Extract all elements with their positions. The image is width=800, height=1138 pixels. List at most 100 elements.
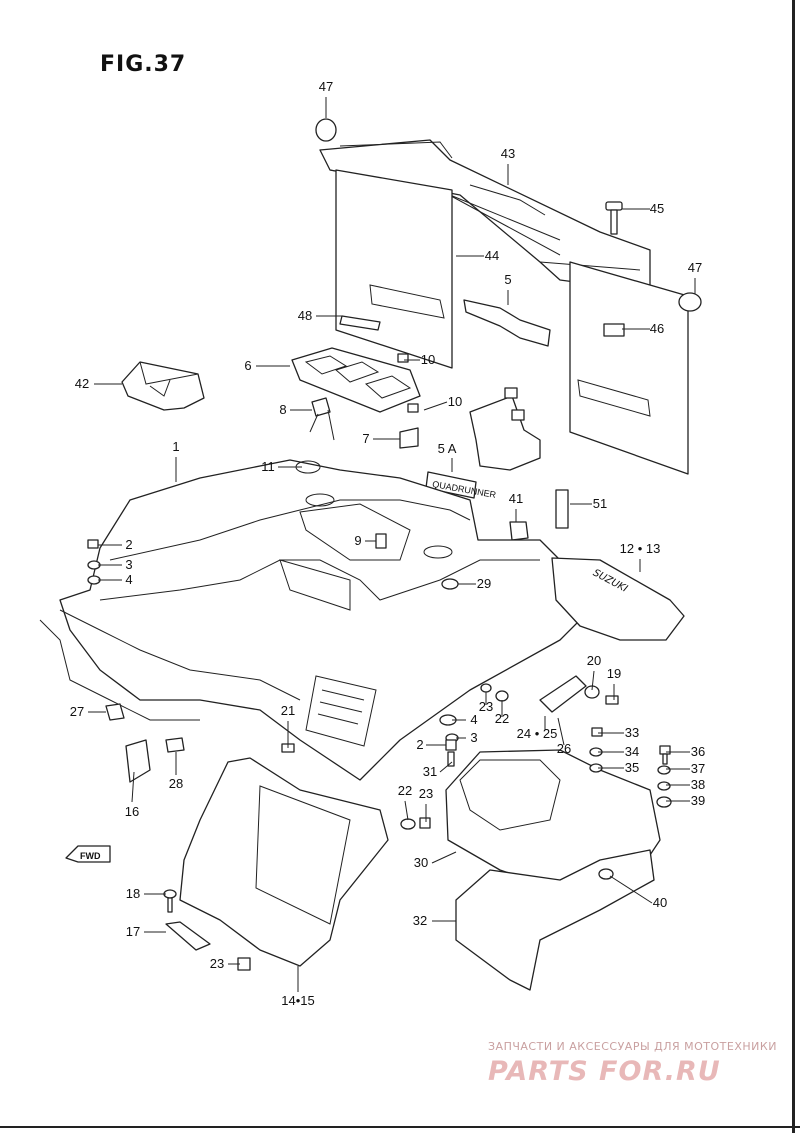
callout-number: 9 [354, 533, 361, 548]
callout-number: 46 [650, 321, 664, 336]
callout-leader [439, 761, 453, 773]
callout-number: 2 [125, 537, 132, 552]
watermark-caption: ЗАПЧАСТИ И АКСЕССУАРЫ ДЛЯ МОТОТЕХНИКИ [488, 1040, 777, 1053]
callout-number: 2 [416, 737, 423, 752]
callout-number: 1 [172, 439, 179, 454]
callout-number: 40 [653, 895, 667, 910]
callout-number: 4 [125, 572, 132, 587]
mud-flap-left [335, 169, 453, 369]
callout-number: 41 [509, 491, 523, 506]
callout-leader [431, 851, 457, 864]
stay-24-25 [539, 675, 587, 713]
callout-number: 11 [261, 459, 275, 474]
right-frame-line [792, 0, 795, 1133]
callout-number: 32 [413, 913, 427, 928]
figure-title: FIG.37 [100, 52, 187, 77]
latch-8 [309, 397, 335, 441]
mud-guard-14-15 [179, 757, 389, 967]
screw-18 [163, 889, 177, 913]
callout-number: 42 [75, 376, 89, 391]
reflector-16 [125, 739, 151, 783]
callout-number: 24 • 25 [517, 726, 558, 741]
callout-number: 37 [691, 761, 705, 776]
callout-number: 4 [470, 712, 477, 727]
callout-number: 48 [298, 308, 312, 323]
fwd-label: FWD [80, 851, 101, 861]
callout-number: 10 [448, 394, 462, 409]
reflector-48 [339, 315, 381, 331]
air-box-30 [445, 749, 661, 891]
callout-leader [404, 800, 409, 821]
callout-number: 26 [557, 741, 571, 756]
callout-number: 47 [688, 260, 702, 275]
callout-number: 5 A [438, 441, 457, 456]
callout-number: 18 [126, 886, 140, 901]
rear-fender-1 [39, 459, 591, 781]
callout-number: 34 [625, 744, 639, 759]
callout-number: 8 [279, 402, 286, 417]
callout-number: 16 [125, 804, 139, 819]
plate-17 [165, 921, 211, 951]
bracket-7 [399, 427, 419, 449]
decal-5 [463, 299, 551, 347]
callout-number: 38 [691, 777, 705, 792]
bottom-frame-line [0, 1126, 800, 1128]
strip-51 [555, 489, 569, 529]
callout-number: 47 [319, 79, 333, 94]
callout-number: 7 [362, 431, 369, 446]
callout-number: 17 [126, 924, 140, 939]
callout-leader [609, 875, 653, 904]
callout-number: 23 [210, 956, 224, 971]
callout-leader [591, 670, 595, 691]
callout-number: 27 [70, 704, 84, 719]
callout-number: 5 [504, 272, 511, 287]
callout-number: 39 [691, 793, 705, 808]
callout-leader [423, 401, 448, 411]
callout-number: 3 [470, 730, 477, 745]
callout-number: 23 [479, 699, 493, 714]
callout-number: 29 [477, 576, 491, 591]
callout-number: 12 • 13 [620, 541, 661, 556]
callout-number: 20 [587, 653, 601, 668]
pad-28 [165, 737, 185, 753]
callout-number: 19 [607, 666, 621, 681]
hardware-group [87, 353, 672, 880]
forward-arrow: FWD [65, 845, 111, 863]
bolt-45 [605, 201, 623, 235]
callout-number: 51 [593, 496, 607, 511]
callout-number: 10 [421, 352, 435, 367]
callout-number: 45 [650, 201, 664, 216]
callout-number: 28 [169, 776, 183, 791]
callout-leader [131, 771, 135, 803]
callout-number: 31 [423, 764, 437, 779]
toolbox-lid-6 [291, 347, 421, 413]
callout-number: 21 [281, 703, 295, 718]
callout-number: 33 [625, 725, 639, 740]
callout-number: 22 [495, 711, 509, 726]
callout-number: 36 [691, 744, 705, 759]
callout-number: 22 [398, 783, 412, 798]
callout-number: 35 [625, 760, 639, 775]
mud-flap-right [569, 261, 689, 475]
cap-nut-47-left [315, 118, 337, 142]
watermark-logo: PARTS FOR.RU [488, 1056, 721, 1087]
stay-bracket [469, 387, 541, 471]
callout-number: 6 [244, 358, 251, 373]
callout-number: 3 [125, 557, 132, 572]
callout-number: 43 [501, 146, 515, 161]
cover-32 [455, 849, 655, 991]
callout-leader [557, 717, 565, 746]
callout-number: 14•15 [281, 993, 314, 1008]
clip-27 [105, 703, 125, 721]
nut-23-lower [237, 957, 251, 971]
tool-bag-42 [121, 361, 205, 411]
callout-number: 30 [414, 855, 428, 870]
callout-number: 44 [485, 248, 499, 263]
callout-number: 23 [419, 786, 433, 801]
nut-46 [603, 323, 625, 337]
cap-nut-47-right [678, 292, 702, 312]
rubber-41 [509, 521, 529, 541]
